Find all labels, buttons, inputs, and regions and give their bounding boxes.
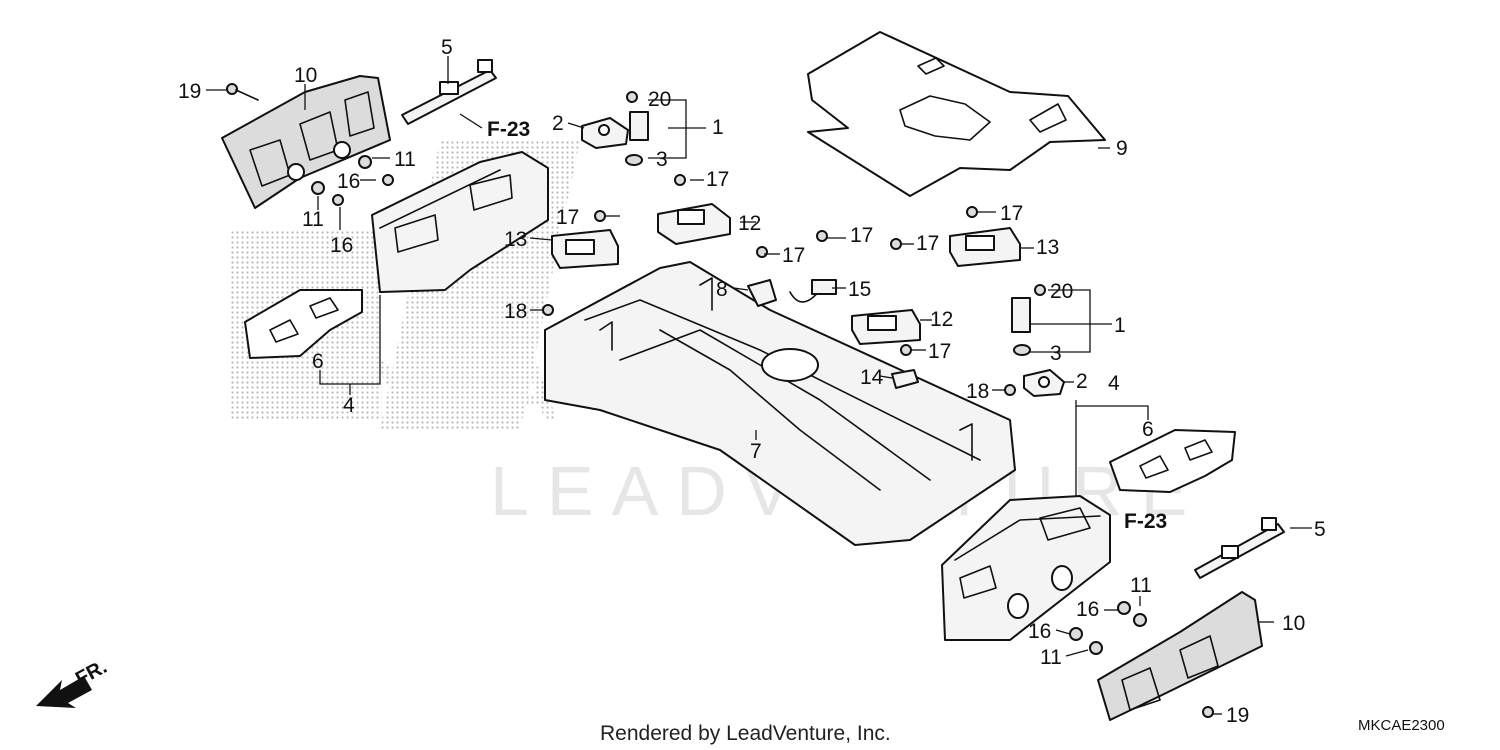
callout-14[interactable]: 14 bbox=[860, 366, 884, 389]
callout-19-left[interactable]: 19 bbox=[178, 80, 201, 103]
part-10-heatshield-left[interactable] bbox=[221, 75, 391, 209]
callout-9[interactable]: 9 bbox=[1116, 137, 1128, 160]
part-9-sheet[interactable] bbox=[807, 31, 1106, 197]
callout-11-right-a[interactable]: 11 bbox=[1130, 574, 1152, 597]
part-5-rail-right[interactable] bbox=[1194, 517, 1285, 579]
callout-7[interactable]: 7 bbox=[750, 440, 762, 463]
callout-17-e[interactable]: 17 bbox=[916, 232, 939, 255]
callout-16-right-b[interactable]: 16 bbox=[1028, 620, 1051, 643]
part-14-clamp[interactable] bbox=[891, 369, 919, 389]
ref-f23-left[interactable]: F-23 bbox=[487, 118, 530, 141]
callout-13-left[interactable]: 13 bbox=[504, 228, 527, 251]
callout-6-left[interactable]: 6 bbox=[312, 350, 324, 373]
honda-watermark-text: HONDA bbox=[228, 343, 563, 439]
diagram-code: MKCAE2300 bbox=[1358, 717, 1445, 734]
callout-10-right[interactable]: 10 bbox=[1282, 612, 1305, 635]
part-13-insulator-left[interactable] bbox=[551, 229, 619, 269]
callout-12-mid[interactable]: 12 bbox=[930, 308, 953, 331]
fasteners bbox=[226, 83, 1214, 718]
arrow-icon bbox=[36, 676, 92, 708]
part-13-insulator-right[interactable] bbox=[949, 227, 1021, 267]
part-7-manifold[interactable] bbox=[544, 261, 1016, 546]
part-12-insulator-top[interactable] bbox=[657, 203, 731, 245]
callout-17-g[interactable]: 17 bbox=[928, 340, 951, 363]
ref-f23-right[interactable]: F-23 bbox=[1124, 510, 1167, 533]
callout-18-right[interactable]: 18 bbox=[966, 380, 989, 403]
part-1-injector-right[interactable] bbox=[1011, 297, 1031, 333]
callout-15[interactable]: 15 bbox=[848, 278, 871, 301]
part-2-joint-right[interactable] bbox=[1023, 369, 1065, 397]
part-6-gasket-left[interactable] bbox=[244, 289, 363, 359]
callout-2-left[interactable]: 2 bbox=[552, 112, 564, 135]
callout-17-f[interactable]: 17 bbox=[1000, 202, 1023, 225]
callout-10-left[interactable]: 10 bbox=[294, 64, 317, 87]
callout-6-right[interactable]: 6 bbox=[1142, 418, 1154, 441]
callout-16-right-a[interactable]: 16 bbox=[1076, 598, 1099, 621]
callout-4-right[interactable]: 4 bbox=[1108, 372, 1120, 395]
part-5-rail-left[interactable] bbox=[401, 59, 497, 125]
callout-13-right[interactable]: 13 bbox=[1036, 236, 1059, 259]
callout-5-right[interactable]: 5 bbox=[1314, 518, 1326, 541]
callout-11-left-b[interactable]: 11 bbox=[302, 208, 324, 231]
part-4-cover-left[interactable] bbox=[371, 151, 549, 293]
callout-3-right[interactable]: 3 bbox=[1050, 342, 1062, 365]
callout-1-left[interactable]: 1 bbox=[712, 116, 724, 139]
callout-3-left[interactable]: 3 bbox=[656, 148, 668, 171]
callout-17-c[interactable]: 17 bbox=[782, 244, 805, 267]
part-2-joint-left[interactable] bbox=[581, 117, 629, 149]
callout-8[interactable]: 8 bbox=[716, 278, 728, 301]
callout-20-right[interactable]: 20 bbox=[1050, 280, 1073, 303]
part-1-injector-left[interactable] bbox=[629, 111, 649, 141]
callout-5-left[interactable]: 5 bbox=[441, 36, 453, 59]
callout-11-right-b[interactable]: 11 bbox=[1040, 646, 1062, 669]
callout-18-left[interactable]: 18 bbox=[504, 300, 527, 323]
part-8-bracket[interactable] bbox=[747, 279, 777, 307]
leader-lines bbox=[206, 56, 1312, 715]
part-12-insulator-mid[interactable] bbox=[851, 309, 921, 345]
callout-17-b[interactable]: 17 bbox=[556, 206, 579, 229]
callout-20-left[interactable]: 20 bbox=[648, 88, 671, 111]
callout-17-a[interactable]: 17 bbox=[706, 168, 729, 191]
footer-credit: Rendered by LeadVenture, Inc. bbox=[600, 722, 891, 745]
callout-4-left[interactable]: 4 bbox=[343, 394, 355, 417]
callout-12-top[interactable]: 12 bbox=[738, 212, 761, 235]
callout-labels: 19 10 5 F-23 2 20 1 3 9 11 16 11 16 6 4 … bbox=[178, 36, 1326, 727]
callout-16-left-b[interactable]: 16 bbox=[330, 234, 353, 257]
callout-11-left-a[interactable]: 11 bbox=[394, 148, 416, 171]
part-6-gasket-right[interactable] bbox=[1109, 429, 1236, 493]
callout-1-right[interactable]: 1 bbox=[1114, 314, 1126, 337]
part-4-cover-right[interactable] bbox=[941, 495, 1111, 641]
front-direction-arrow: FR. bbox=[36, 656, 111, 708]
part-10-heatshield-right[interactable] bbox=[1097, 591, 1263, 721]
part-15-harness[interactable] bbox=[789, 279, 837, 303]
callout-16-left-a[interactable]: 16 bbox=[337, 170, 360, 193]
callout-17-d[interactable]: 17 bbox=[850, 224, 873, 247]
callout-19-right[interactable]: 19 bbox=[1226, 704, 1249, 727]
callout-2-right[interactable]: 2 bbox=[1076, 370, 1088, 393]
